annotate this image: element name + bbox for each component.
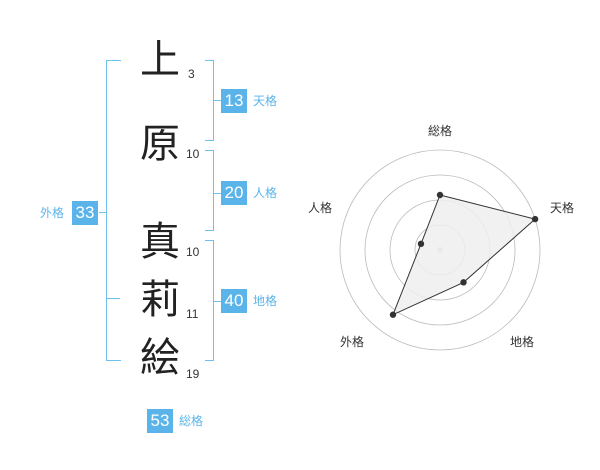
soukaku-value-badge: 53: [147, 409, 173, 433]
jinkaku-bracket: [205, 150, 214, 231]
jinkaku-label: 人格: [253, 186, 278, 200]
stroke-count-2: 10: [186, 147, 200, 161]
radar-axis-label-chikaku: 地格: [510, 335, 535, 349]
radar-series-polygon: [392, 194, 537, 316]
stroke-count-4: 11: [186, 307, 199, 321]
stroke-count-1: 3: [188, 67, 195, 81]
name-char-4: 莉: [140, 277, 180, 323]
radar-point-1: [436, 191, 444, 199]
tenkaku-value-badge: 13: [221, 89, 247, 113]
name-char-2: 原: [140, 121, 180, 167]
name-char-1: 上: [140, 37, 180, 83]
chikaku-bracket: [205, 240, 214, 361]
gaikaku-inner-tick: [106, 298, 120, 299]
chikaku-label: 地格: [253, 294, 278, 308]
stroke-count-5: 19: [186, 367, 200, 381]
stroke-count-3: 10: [186, 245, 200, 259]
radar-axis-label-gaikaku: 外格: [340, 335, 365, 349]
jinkaku-value-badge: 20: [221, 181, 247, 205]
chikaku-value-badge: 40: [221, 289, 247, 313]
name-char-3: 真: [140, 219, 180, 265]
radar-ring: [339, 149, 541, 351]
gaikaku-connector: [99, 212, 107, 213]
name-char-5: 絵: [140, 335, 180, 381]
radar-axis-label-soukaku: 総格: [428, 124, 453, 138]
gaikaku-value-badge: 33: [72, 201, 98, 225]
radar-point-5: [417, 240, 425, 248]
radar-axis-label-tenkaku: 天格: [550, 201, 575, 215]
chikaku-connector: [213, 301, 221, 302]
radar-point-2: [531, 215, 539, 223]
radar-axis-label-jinkaku: 人格: [308, 201, 333, 215]
tenkaku-label: 天格: [253, 94, 278, 108]
gaikaku-label: 外格: [40, 206, 65, 220]
gaikaku-bracket: [106, 60, 121, 361]
jinkaku-connector: [213, 193, 221, 194]
radar-point-4: [389, 311, 397, 318]
radar-ring: [364, 174, 516, 326]
soukaku-label: 総格: [179, 414, 204, 428]
tenkaku-connector: [213, 100, 221, 101]
radar-point-3: [460, 279, 467, 286]
